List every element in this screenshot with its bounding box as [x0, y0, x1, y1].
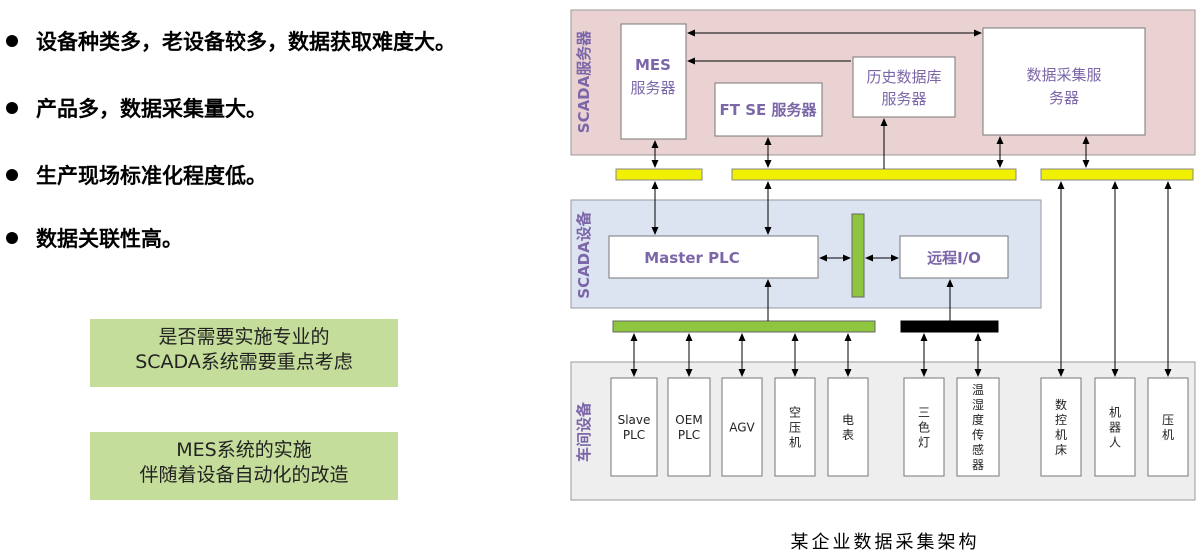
bullet-dot-icon [6, 35, 18, 47]
cnc-machine-box [1040, 377, 1082, 477]
remote-io-box [899, 235, 1009, 279]
cnc-machine-label: 床 [1055, 443, 1067, 457]
master-plc-box [608, 235, 819, 279]
air-compressor-label: 机 [789, 436, 801, 450]
shop-layer-label: 车间设备 [575, 401, 593, 462]
tri-color-light-label: 灯 [918, 436, 930, 450]
temp-humidity-sensor-label: 湿 [972, 397, 984, 412]
bullet-item: 数据关联性高。 [6, 227, 183, 251]
temp-humidity-sensor-label: 温 [972, 383, 984, 397]
scada-green-bus-vertical [851, 213, 865, 298]
server-layer-label: SCADA服务器 [575, 30, 593, 133]
master-plc-label: Master PLC [644, 249, 740, 267]
bullet-text: 设备种类多，老设备较多，数据获取难度大。 [36, 30, 456, 54]
air-compressor-box [774, 377, 816, 477]
robot-box [1094, 377, 1136, 477]
collect-server-label: 数据采集服 [1026, 66, 1101, 84]
bullet-dot-icon [6, 169, 18, 181]
collect-server-box [982, 27, 1146, 136]
green-bus [612, 320, 876, 333]
robot-label: 机 [1109, 406, 1121, 420]
bullet-item: 设备种类多，老设备较多，数据获取难度大。 [6, 30, 456, 54]
diagram-caption: 某企业数据采集架构 [790, 532, 980, 553]
mes-server-box [620, 23, 687, 140]
tri-color-light-label: 三 [918, 406, 930, 420]
history-server-label: 服务器 [881, 90, 926, 108]
tri-color-light-box [903, 377, 945, 477]
scada-callout: 是否需要实施专业的 SCADA系统需要重点考虑 [90, 319, 398, 387]
mes-server-label: MES [635, 56, 671, 74]
oem-plc-box [667, 377, 711, 477]
ftse-server-box [714, 82, 823, 137]
black-bus [900, 320, 999, 333]
cnc-machine-label: 数 [1055, 397, 1067, 412]
meter-label: 表 [842, 428, 854, 442]
tri-color-light-label: 色 [918, 421, 930, 435]
press-label: 压 [1162, 413, 1174, 427]
meter-box [827, 377, 869, 477]
oem-plc-label: PLC [678, 428, 700, 442]
agv-label: AGV [729, 421, 755, 435]
air-compressor-label: 压 [789, 421, 801, 435]
press-label: 机 [1162, 428, 1174, 442]
collect-server-label: 务器 [1049, 89, 1079, 107]
ftse-server-label: FT SE 服务器 [720, 101, 818, 119]
oem-plc-label: OEM [675, 413, 702, 427]
bullet-item: 生产现场标准化程度低。 [6, 164, 267, 188]
press-box [1147, 377, 1189, 477]
slave-plc-label: Slave [618, 413, 651, 427]
temp-humidity-sensor-label: 度 [972, 412, 984, 427]
bullet-text: 生产现场标准化程度低。 [36, 164, 267, 188]
agv-box [721, 377, 763, 477]
yellow-bus [731, 168, 1017, 181]
shop-device-boxes [610, 377, 1189, 477]
air-compressor-label: 空 [789, 406, 801, 420]
bullet-text: 产品多，数据采集量大。 [36, 97, 267, 121]
bullet-dot-icon [6, 232, 18, 244]
robot-label: 器 [1109, 421, 1121, 435]
bullet-item: 产品多，数据采集量大。 [6, 97, 267, 121]
remote-io-label: 远程I/O [927, 249, 981, 267]
meter-label: 电 [842, 413, 854, 427]
callout-line: MES系统的实施 [176, 439, 312, 461]
cnc-machine-label: 机 [1055, 428, 1067, 442]
bullet-text: 数据关联性高。 [36, 227, 183, 251]
callout-line: 伴随着设备自动化的改造 [139, 464, 349, 486]
bullet-dot-icon [6, 102, 18, 114]
slave-plc-box [610, 377, 658, 477]
cnc-machine-label: 控 [1055, 413, 1067, 427]
yellow-bus [615, 168, 703, 181]
history-server-label: 历史数据库 [866, 68, 941, 86]
temp-humidity-sensor-label: 器 [972, 458, 984, 472]
slave-plc-label: PLC [623, 428, 645, 442]
temp-humidity-sensor-box [956, 377, 1000, 477]
callout-line: 是否需要实施专业的 [158, 326, 330, 348]
callout-line: SCADA系统需要重点考虑 [135, 351, 353, 373]
mes-server-label: 服务器 [630, 79, 675, 97]
mes-callout: MES系统的实施 伴随着设备自动化的改造 [90, 432, 398, 500]
temp-humidity-sensor-label: 感 [972, 442, 984, 457]
scada-layer-label: SCADA设备 [575, 210, 593, 298]
yellow-bus [1040, 168, 1194, 181]
history-server-box [852, 56, 956, 118]
robot-label: 人 [1109, 436, 1121, 450]
temp-humidity-sensor-label: 传 [972, 427, 984, 442]
